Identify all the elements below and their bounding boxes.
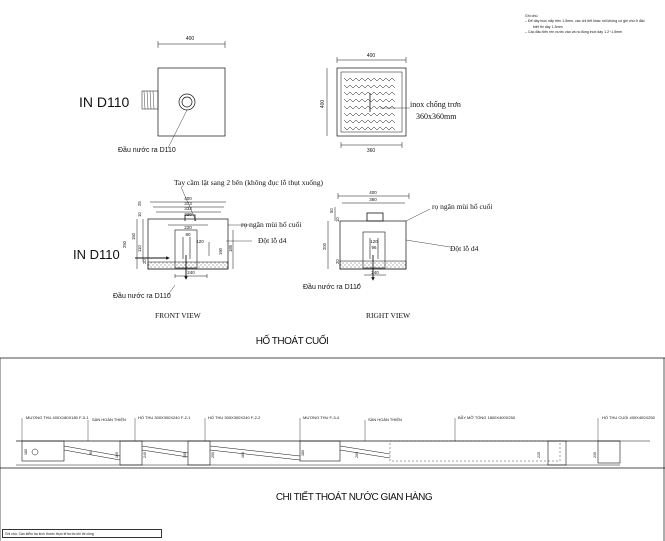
notes-line: biệt thì dày 1.5mm [533, 24, 563, 29]
notes-line: – Các đầu tiện ren nước vào và ra đúng i… [525, 30, 623, 35]
profile-dim: 100 [115, 452, 119, 458]
front-dim-inner: 80 [185, 232, 191, 237]
plan-outlet-label: Đầu nước ra D110 [118, 145, 176, 154]
right-caption: RIGHT VIEW [366, 311, 411, 320]
front-dim-bottom: 240 [187, 270, 195, 275]
profile-dim: 180 [241, 452, 245, 458]
profile-label: MƯƠNG THU 400X180X180 F-3-1 [26, 415, 89, 420]
profile-dim: 100 [183, 452, 187, 458]
right-dim-left: 200 [322, 242, 327, 250]
profile-labels: MƯƠNG THU 400X180X180 F-3-1 SÀN HOÀN THI… [26, 415, 656, 422]
profile-label: BẪY MỠ TỔNG 1800X400X250 [458, 415, 516, 420]
front-dim-left: 20 [142, 259, 147, 264]
profile-label: HỐ THU 300X300X240 F-2-2 [208, 415, 261, 420]
profile-label: SÀN HOÀN THIỆN [92, 417, 126, 422]
notes-title: Ghi chú: [525, 14, 539, 18]
profile-dim: 90 [89, 451, 93, 455]
drainage-profile [16, 418, 650, 466]
front-ro-label: rọ ngăn mùi hố cuối [241, 220, 301, 229]
right-view [327, 193, 451, 290]
grate-view [326, 57, 410, 148]
front-dim-top: 333 [184, 206, 192, 211]
front-dim-top: 373 [184, 201, 192, 206]
right-outlet-label: Đầu nước ra D110 [303, 282, 361, 291]
front-dim-left: 110 [137, 245, 142, 252]
profile-label: SÀN HOÀN THIỆN [368, 417, 402, 422]
right-dim-inner: 96 [371, 245, 377, 250]
sheet-frame [0, 357, 665, 541]
front-dim-top: 220 [184, 212, 192, 217]
front-caption: FRONT VIEW [155, 311, 202, 320]
right-dim-left: 10 [335, 217, 340, 222]
profile-label: MƯƠNG THU F-3-4 [303, 415, 340, 420]
front-handle-note: Tay cầm lật sang 2 bên (không đục lỗ thụ… [174, 178, 324, 187]
profile-label: HỐ THU 300X300X240 F-2-1 [138, 415, 191, 420]
plan-in-label: IN D110 [79, 94, 130, 110]
right-dim-bottom: 240 [371, 270, 379, 275]
footnote-box: Ghi chú: Cần kiểm tra kích thước thực tế… [2, 529, 162, 538]
profile-dim: 215 [537, 452, 541, 458]
front-outlet-label: Đầu nước ra D110 [113, 291, 171, 300]
profile-dims: 180 90 100 240 100 200 180 180 200 215 2… [24, 449, 597, 458]
front-dim-right: 185 [228, 244, 233, 252]
right-dim-top: 400 [369, 190, 377, 195]
right-dim-left: 20 [335, 259, 340, 264]
grate-dim-side: 400 [320, 100, 326, 109]
notes-block: Ghi chú: – Đế dày inox nắp trên 1.5mm, c… [525, 14, 660, 36]
right-dim-inner: 120 [370, 239, 378, 244]
front-dim-inner: 120 [196, 239, 204, 244]
grate-label-2: 360x360mm [416, 112, 457, 121]
front-dim-right: 190 [218, 247, 223, 255]
plan-dim-top: 400 [186, 36, 195, 42]
right-ro-label: rọ ngăn mùi hố cuối [432, 202, 492, 211]
front-in-label: IN D110 [73, 247, 120, 262]
grate-dim-top: 400 [367, 53, 376, 59]
right-hole-label: Đột lỗ d4 [450, 244, 479, 253]
profile-label: HỐ THU CUỐI 400X400X250 [602, 415, 656, 420]
grate-dim-bottom: 360 [367, 148, 376, 154]
front-dim-top: 400 [184, 196, 192, 201]
front-hole-label: Đột lỗ d4 [258, 236, 287, 245]
front-dim-inner: 220 [184, 225, 192, 230]
plan-view [141, 41, 226, 149]
profile-dim: 200 [355, 452, 359, 458]
section-title-2: CHI TIẾT THOÁT NƯỚC GIAN HÀNG [276, 490, 433, 503]
front-view [135, 186, 252, 296]
profile-dim: 240 [143, 452, 147, 458]
profile-dim: 180 [301, 450, 305, 456]
profile-dim: 230 [593, 452, 597, 458]
front-dim-left: 10 [137, 212, 142, 217]
right-dim-top: 360 [369, 197, 377, 202]
front-dim-left: 250 [122, 240, 127, 248]
grate-label-1: inox chống trơn [410, 100, 461, 109]
front-dim-left: 150 [131, 232, 136, 240]
front-dim-left: 25 [137, 201, 142, 206]
profile-dim: 200 [211, 452, 215, 458]
profile-dim: 180 [24, 449, 28, 455]
right-dim-left: 50 [329, 208, 334, 213]
notes-line: – Đế dày inox nắp trên 1.5mm, các chi ti… [525, 19, 645, 24]
section-title-1: HỐ THOÁT CUỐI [256, 333, 329, 347]
